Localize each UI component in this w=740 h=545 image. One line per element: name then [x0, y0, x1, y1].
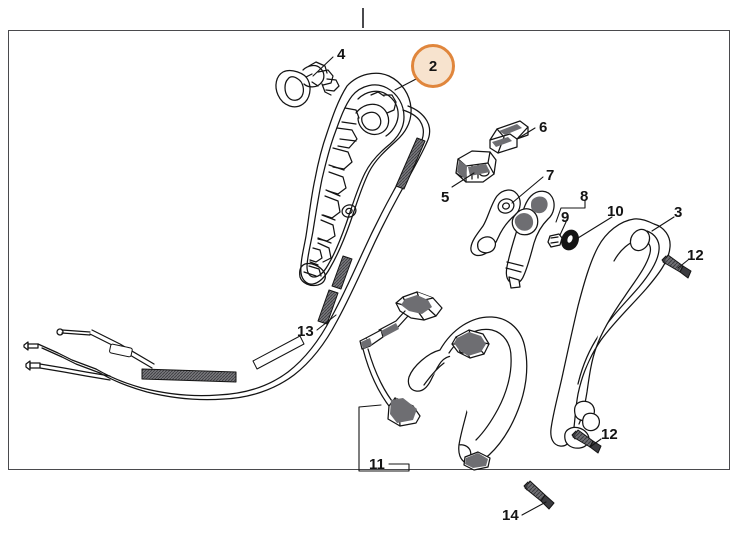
- callout-label-14[interactable]: 14: [502, 507, 519, 524]
- leader-4: [312, 56, 334, 77]
- part-11-shield-shading: [454, 332, 488, 468]
- diagram-frame-border: [8, 30, 730, 470]
- leader-5: [451, 172, 475, 188]
- leader-11: [358, 404, 410, 472]
- callout-label-2: 2: [428, 57, 438, 75]
- leader-12a: [677, 259, 689, 269]
- part-7-throttle-lever: [470, 189, 521, 257]
- callout-highlight-2[interactable]: 2: [411, 44, 455, 88]
- callout-label-10[interactable]: 10: [607, 203, 624, 220]
- leader-12b: [589, 438, 602, 448]
- callout-label-5[interactable]: 5: [441, 189, 450, 206]
- part-3-handle-cover: [550, 218, 671, 449]
- part-2-handle-housing: [299, 72, 431, 287]
- part-13-throttle-cable: [23, 139, 428, 401]
- part-4-lock-lever: [275, 61, 340, 108]
- part-11-bracket-left-shading: [361, 295, 432, 349]
- leader-7: [511, 176, 544, 204]
- part-8-shading: [514, 196, 548, 231]
- leader-13: [316, 314, 337, 331]
- leader-9: [559, 221, 567, 236]
- part-10-grommet: [561, 229, 579, 251]
- callout-label-3[interactable]: 3: [674, 204, 683, 221]
- top-center-tick-mark: [362, 8, 364, 28]
- callout-label-9[interactable]: 9: [561, 209, 570, 226]
- part-11-bracket-left: [359, 291, 443, 350]
- leader-6: [516, 127, 536, 140]
- leader-2: [394, 77, 419, 91]
- callout-label-13[interactable]: 13: [297, 323, 314, 340]
- cable-sleeves: [109, 137, 426, 383]
- part-6-contact-clip: [489, 120, 529, 154]
- callout-label-12-upper[interactable]: 12: [687, 247, 704, 264]
- leader-10: [577, 216, 613, 239]
- leader-14: [521, 501, 547, 516]
- callout-label-11[interactable]: 11: [369, 456, 385, 473]
- part-9-pin: [547, 233, 563, 248]
- part-6-shading: [492, 124, 522, 147]
- leader-8: [555, 199, 586, 223]
- callout-label-6[interactable]: 6: [539, 119, 548, 136]
- callout-label-8[interactable]: 8: [580, 188, 589, 205]
- part-11-strap-shading: [390, 398, 417, 423]
- part-14-screw: [523, 480, 555, 510]
- callout-label-4[interactable]: 4: [337, 46, 346, 63]
- leader-3: [651, 216, 675, 232]
- callout-label-12-lower[interactable]: 12: [601, 426, 618, 443]
- callout-label-7[interactable]: 7: [546, 167, 555, 184]
